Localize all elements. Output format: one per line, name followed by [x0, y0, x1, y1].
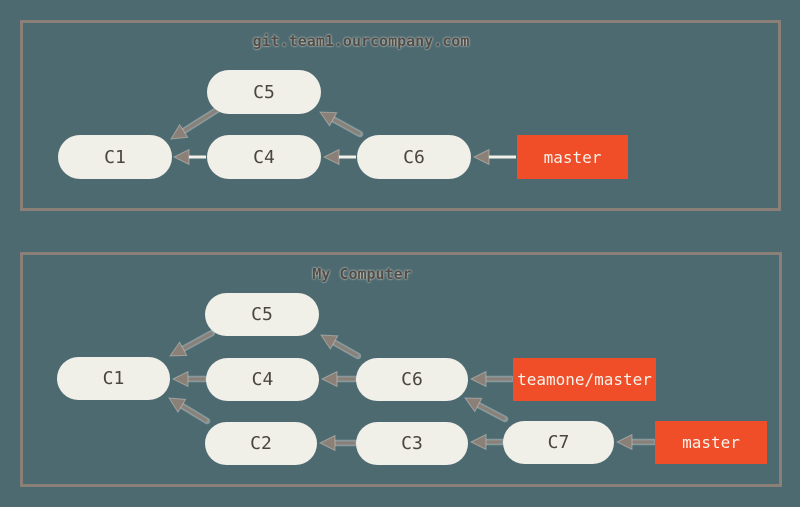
my-computer-box: My Computer — [20, 252, 782, 487]
commit-node-my-computer-C1: C1 — [57, 357, 170, 400]
branch-label-remote-server-master: master — [517, 135, 628, 179]
commit-node-remote-server-C6: C6 — [357, 135, 471, 179]
remote-server-box: git.team1.ourcompany.com — [20, 20, 781, 211]
my-computer-title: My Computer — [312, 265, 412, 283]
commit-node-remote-server-C5: C5 — [207, 70, 321, 114]
commit-node-my-computer-C3: C3 — [356, 422, 468, 465]
commit-node-my-computer-C6: C6 — [356, 358, 468, 401]
commit-node-my-computer-C5: C5 — [205, 293, 319, 336]
commit-node-my-computer-C2: C2 — [205, 422, 317, 465]
commit-node-my-computer-C7: C7 — [503, 421, 614, 464]
branch-label-my-computer-master: master — [655, 421, 767, 464]
commit-node-my-computer-C4: C4 — [206, 358, 319, 401]
branch-label-my-computer-teamone-master: teamone/master — [513, 358, 656, 401]
commit-node-remote-server-C1: C1 — [58, 135, 172, 179]
commit-node-remote-server-C4: C4 — [207, 135, 321, 179]
remote-server-title: git.team1.ourcompany.com — [252, 32, 470, 50]
